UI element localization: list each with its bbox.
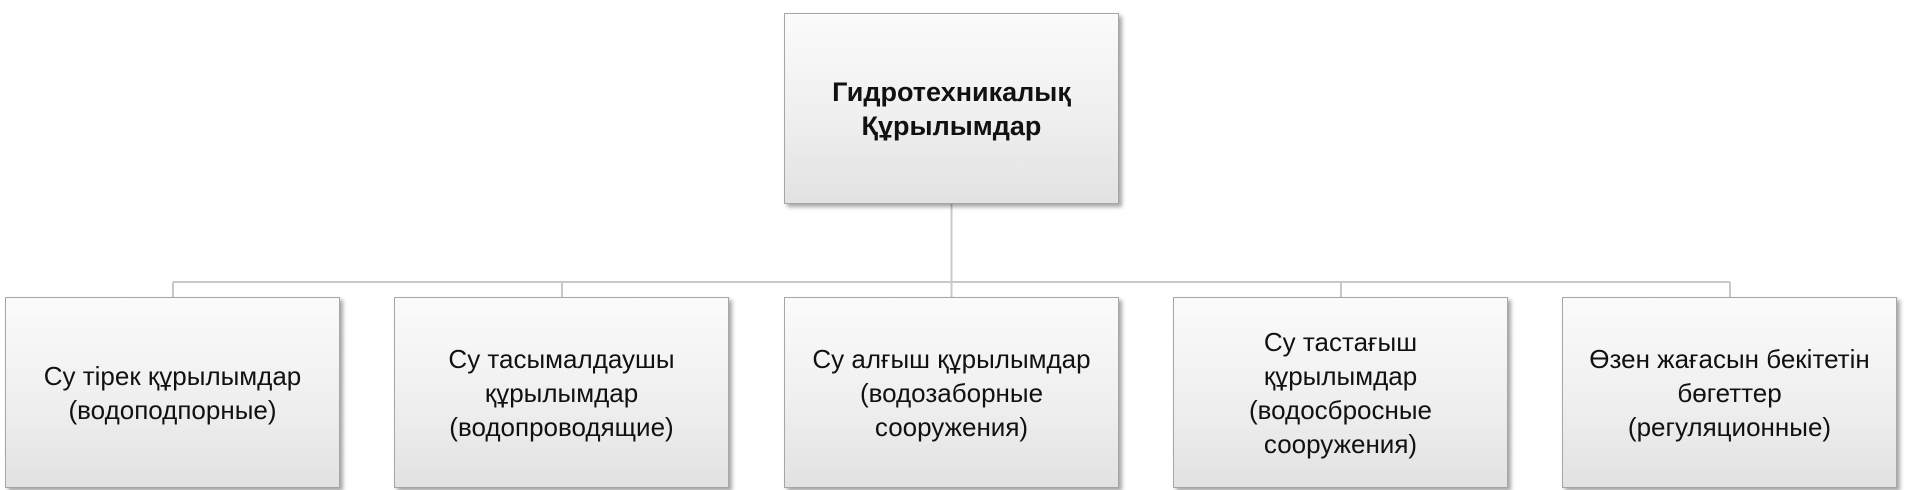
child-node-label: Су тасымалдаушы құрылымдар (водопроводящ… (448, 343, 675, 442)
child-node-water-discharge: Су тастағыш құрылымдар (водосбросные соо… (1173, 297, 1508, 488)
child-node-label: Су тірек құрылымдар (водоподпорные) (43, 360, 302, 425)
root-node-label: Гидротехникалық Құрылымдар (832, 76, 1071, 141)
child-node-river-regulation: Өзен жағасын бекітетін бөгеттер (регуляц… (1562, 297, 1897, 488)
child-node-label: Су тастағыш құрылымдар (водосбросные соо… (1248, 326, 1432, 459)
child-node-water-retaining: Су тірек құрылымдар (водоподпорные) (5, 297, 340, 488)
child-node-label: Өзен жағасын бекітетін бөгеттер (регуляц… (1589, 343, 1870, 442)
child-node-label: Су алғыш құрылымдар (водозаборные сооруж… (812, 343, 1091, 442)
child-node-water-intake: Су алғыш құрылымдар (водозаборные сооруж… (784, 297, 1119, 488)
child-node-water-conveying: Су тасымалдаушы құрылымдар (водопроводящ… (394, 297, 729, 488)
root-node: Гидротехникалық Құрылымдар (784, 13, 1119, 204)
